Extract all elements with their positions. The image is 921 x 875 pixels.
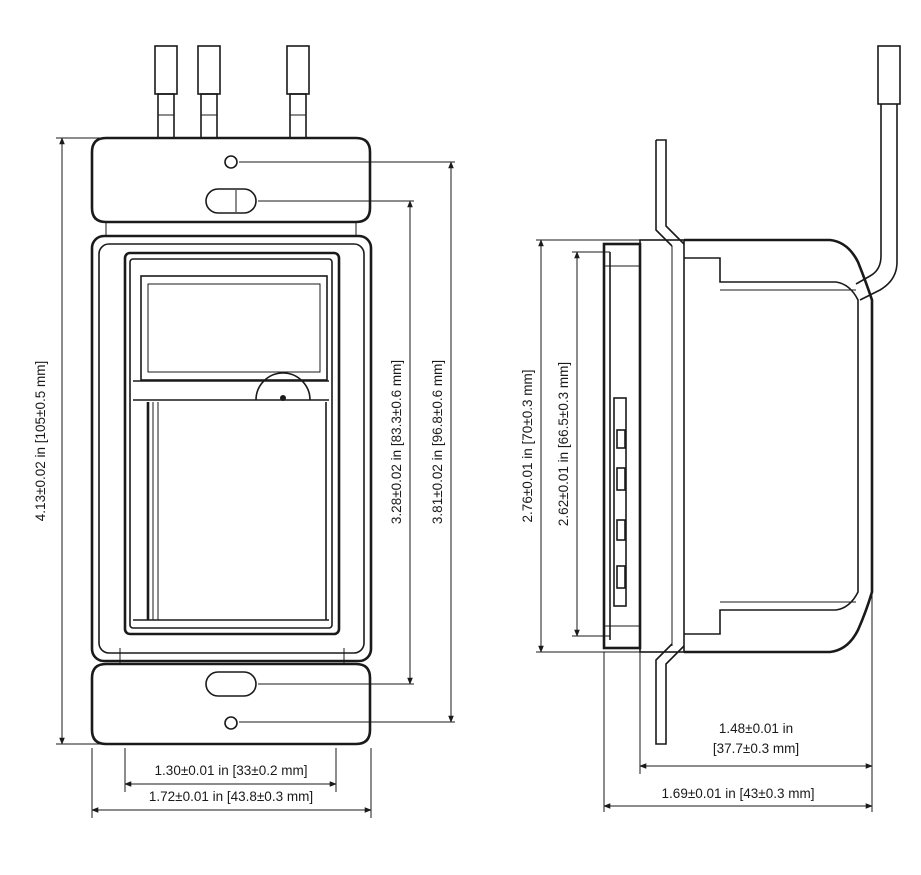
label-depth-overall: 1.69±0.01 in [43±0.3 mm] bbox=[662, 786, 815, 801]
dim-front-mount-slots: 3.28±0.02 in [83.3±0.6 mm] bbox=[389, 200, 413, 685]
side-view: 2.76±0.01 in [70±0.3 mm] 2.62±0.01 in [6… bbox=[520, 45, 901, 812]
label-height-overall: 4.13±0.02 in [105±0.5 mm] bbox=[33, 361, 48, 521]
front-view: 4.13±0.02 in [105±0.5 mm] 3.28±0.02 in [… bbox=[33, 45, 455, 818]
side-face-plate bbox=[602, 242, 642, 650]
label-width-paddle: 1.30±0.01 in [33±0.2 mm] bbox=[155, 763, 308, 778]
dim-side-overall-depth: 1.69±0.01 in [43±0.3 mm] bbox=[603, 786, 873, 809]
side-strap-top bbox=[655, 139, 685, 247]
dim-front-overall-width: 1.72±0.01 in [43.8±0.3 mm] bbox=[91, 748, 372, 818]
label-height-face: 2.62±0.01 in [66.5±0.3 mm] bbox=[556, 362, 571, 526]
side-strap-bottom bbox=[655, 643, 685, 745]
dim-side-body-depth: 1.48±0.01 in [37.7±0.3 mm] bbox=[639, 721, 873, 769]
front-led-window bbox=[133, 275, 329, 401]
label-width-overall: 1.72±0.01 in [43.8±0.3 mm] bbox=[149, 789, 313, 804]
front-body-frame bbox=[90, 234, 373, 663]
side-leader-lines bbox=[536, 239, 873, 812]
dim-side-body-height: 2.76±0.01 in [70±0.3 mm] bbox=[520, 239, 544, 653]
label-height-mount-holes: 3.81±0.02 in [96.8±0.6 mm] bbox=[430, 360, 445, 524]
side-body-housing bbox=[639, 238, 874, 654]
label-height-mount-slots: 3.28±0.02 in [83.3±0.6 mm] bbox=[389, 360, 404, 524]
dim-side-face-height: 2.62±0.01 in [66.5±0.3 mm] bbox=[556, 251, 580, 637]
label-depth-body-line2: [37.7±0.3 mm] bbox=[713, 741, 799, 756]
dim-front-overall-height: 4.13±0.02 in [105±0.5 mm] bbox=[33, 137, 65, 745]
front-wire-terminals bbox=[154, 45, 310, 139]
dim-front-paddle-width: 1.30±0.01 in [33±0.2 mm] bbox=[124, 748, 337, 792]
dim-front-mount-holes: 3.81±0.02 in [96.8±0.6 mm] bbox=[430, 161, 454, 723]
side-wire-terminal bbox=[855, 45, 901, 301]
label-depth-body-line1: 1.48±0.01 in bbox=[719, 721, 793, 736]
front-bottom-strap bbox=[90, 648, 372, 746]
label-height-body: 2.76±0.01 in [70±0.3 mm] bbox=[520, 370, 535, 523]
front-paddle bbox=[133, 402, 329, 621]
front-top-strap bbox=[90, 136, 372, 236]
